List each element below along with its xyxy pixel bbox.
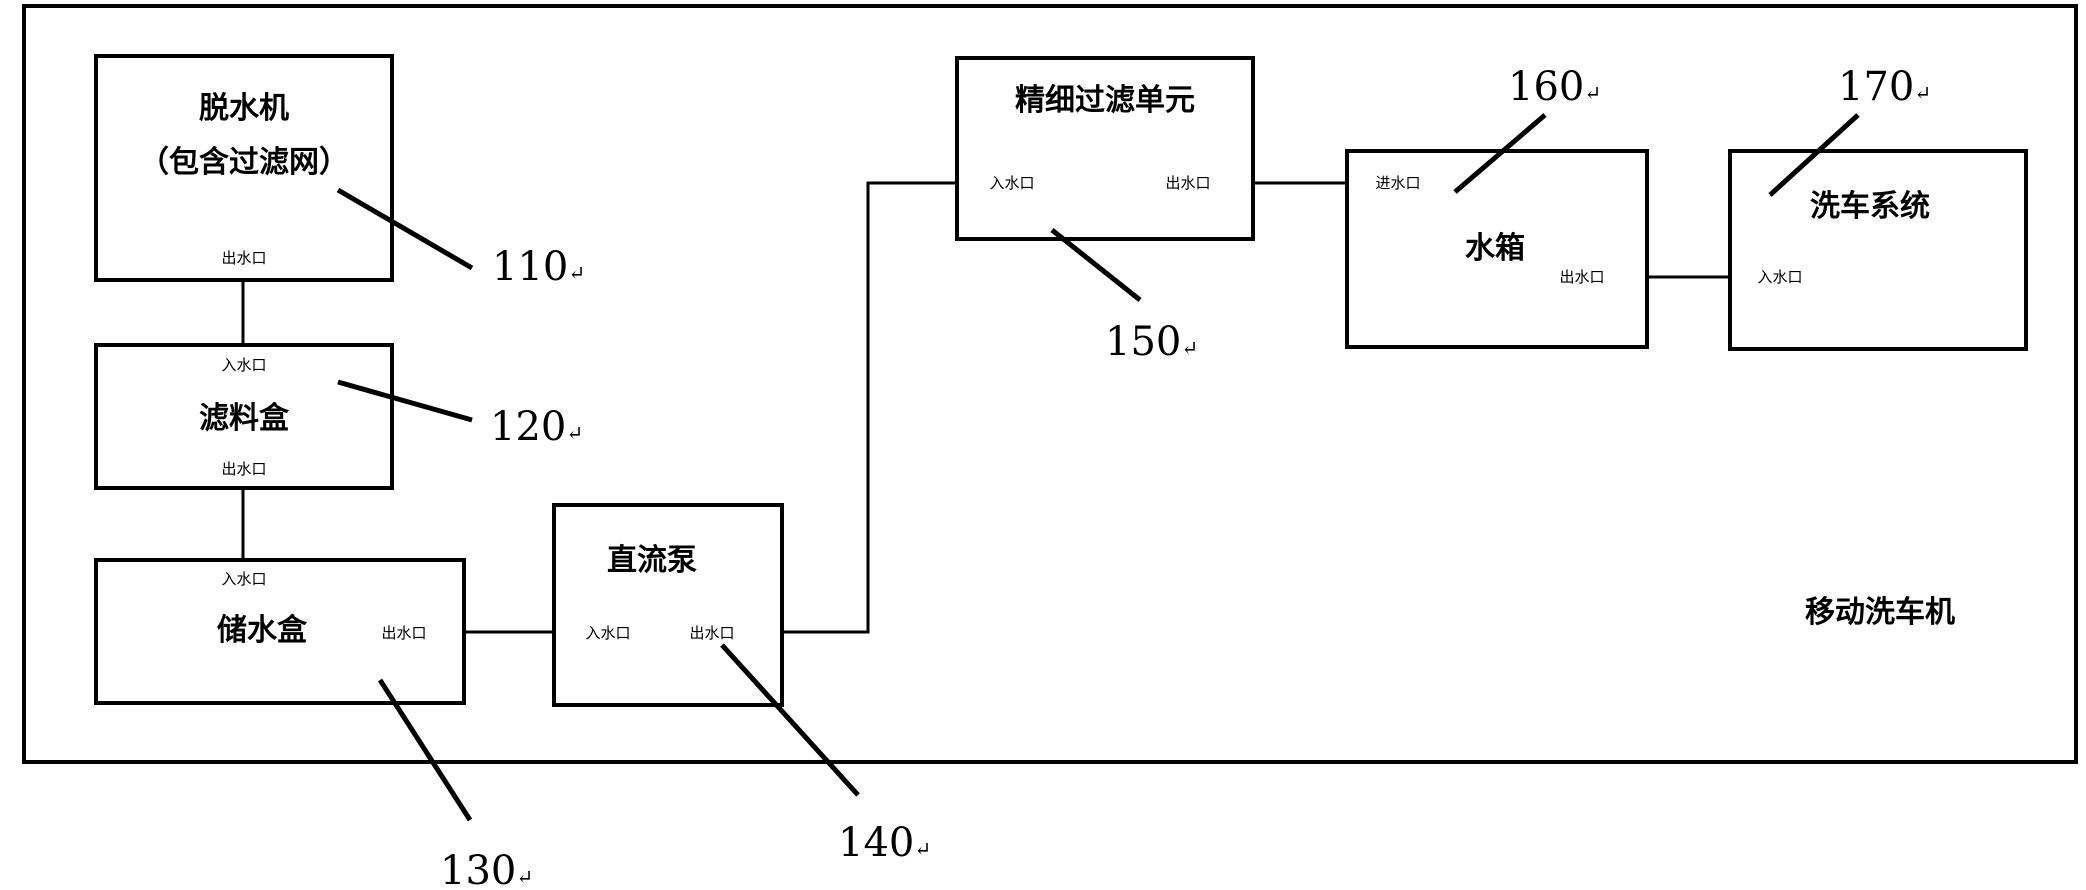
component-150-fine-filtration-unit: 精细过滤单元 入水口 出水口	[955, 56, 1255, 241]
outlet-port-label: 出水口	[381, 624, 426, 642]
pipe-140-150	[782, 181, 957, 634]
outlet-port-label: 出水口	[1165, 174, 1210, 192]
outlet-port-label: 出水口	[221, 460, 266, 478]
inlet-port-label: 入水口	[221, 356, 266, 374]
leader-line-140	[720, 643, 860, 797]
outlet-port-label: 出水口	[1559, 268, 1604, 286]
inlet-port-label: 入水口	[221, 570, 266, 588]
component-title: 精细过滤单元	[1015, 83, 1195, 118]
leader-line-150	[1050, 228, 1142, 302]
ref-numeral-170: 170↵	[1838, 64, 1931, 110]
outlet-port-label: 出水口	[689, 624, 734, 642]
leader-line-130	[377, 678, 473, 822]
component-140-dc-pump: 直流泵 入水口 出水口	[552, 503, 784, 707]
inlet-port-label: 入水口	[989, 174, 1034, 192]
outlet-port-label: 出水口	[221, 249, 266, 267]
mobile-car-washer-frame	[22, 4, 2078, 764]
component-title: 水箱	[1465, 231, 1525, 266]
component-title: 滤料盒	[199, 401, 290, 436]
ref-numeral-160: 160↵	[1508, 64, 1601, 110]
ref-numeral-140: 140↵	[838, 820, 931, 866]
component-title: 直流泵	[607, 543, 697, 578]
component-title: 储水盒	[217, 613, 308, 648]
component-130-water-storage-box: 入水口 储水盒 出水口	[94, 558, 466, 705]
leader-line-170	[1768, 113, 1860, 197]
inlet-port-label: 入水口	[585, 624, 630, 642]
component-title: 洗车系统	[1810, 189, 1930, 224]
ref-numeral-110: 110↵	[492, 244, 585, 290]
leader-line-120	[337, 379, 473, 423]
component-160-water-tank: 进水口 水箱 出水口	[1345, 149, 1649, 349]
inlet-port-label: 入水口	[1757, 268, 1802, 286]
component-110-dewatering-machine: 脱水机 （包含过滤网） 出水口	[94, 54, 394, 282]
ref-numeral-130: 130↵	[440, 848, 533, 890]
component-170-car-wash-system: 洗车系统 入水口	[1728, 149, 2028, 351]
inlet-port-label: 进水口	[1375, 174, 1420, 192]
leader-line-160	[1453, 113, 1547, 194]
component-subtitle: （包含过滤网）	[139, 145, 349, 180]
container-label: 移动洗车机	[1805, 595, 1955, 630]
leader-line-110	[336, 187, 474, 271]
component-120-filter-media-box: 入水口 滤料盒 出水口	[94, 343, 394, 490]
component-title: 脱水机	[199, 91, 289, 126]
ref-numeral-150: 150↵	[1105, 319, 1198, 365]
ref-numeral-120: 120↵	[490, 404, 583, 450]
